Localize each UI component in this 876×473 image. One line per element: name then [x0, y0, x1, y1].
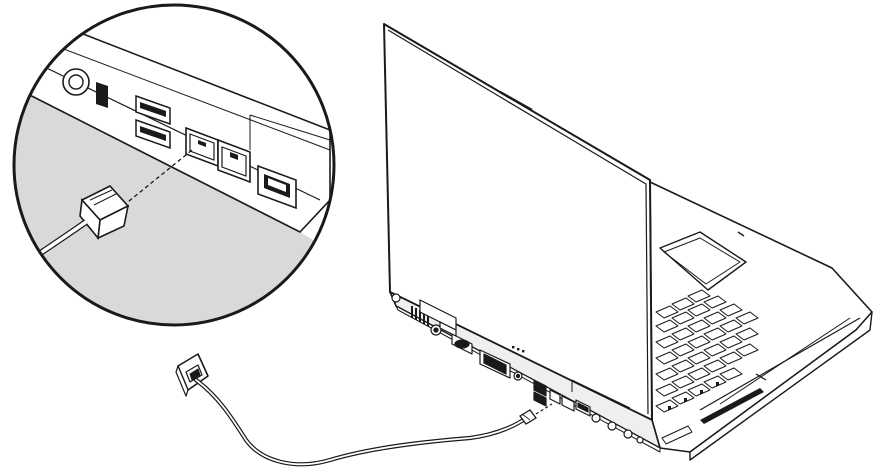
rj11-plug-laptop-icon	[519, 409, 537, 425]
usb-port-right-icon	[257, 164, 297, 210]
power-jack-icon	[62, 68, 108, 108]
keyboard	[655, 289, 759, 413]
laptop	[383, 23, 873, 461]
desk-surface	[14, 85, 334, 325]
touchpad	[659, 231, 747, 291]
usb-ports-icon	[135, 94, 171, 150]
magnifier-inset	[12, 3, 336, 327]
rj11-phone-jack-icon	[175, 353, 209, 397]
side-ports	[391, 293, 644, 444]
connection-guide-line	[117, 149, 193, 211]
modem-port-icon	[185, 126, 251, 184]
rj11-plug-icon	[79, 185, 130, 240]
phone-cable-icon	[193, 377, 529, 467]
